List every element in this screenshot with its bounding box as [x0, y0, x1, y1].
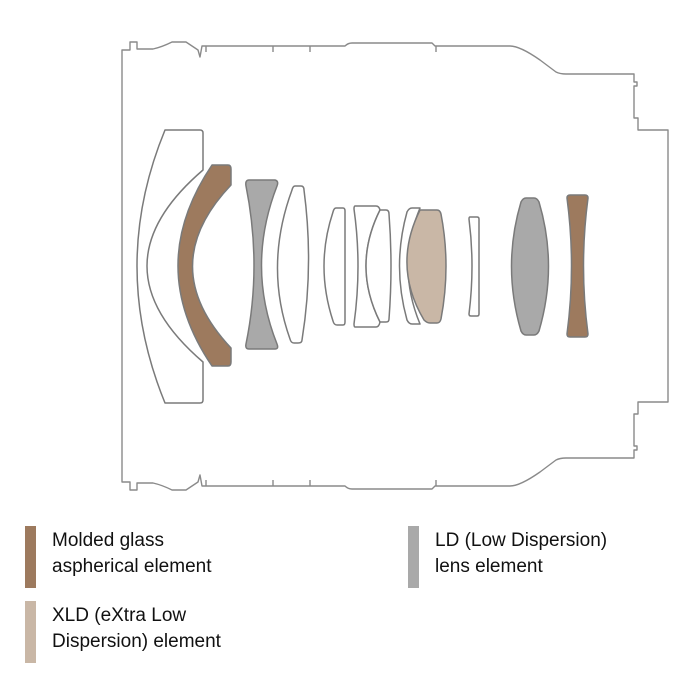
legend-label: LD (Low Dispersion) lens element	[435, 528, 607, 588]
lens-element-molded-aspherical-2	[566, 194, 589, 338]
legend-label-line: aspherical element	[52, 556, 212, 577]
lens-element-molded-aspherical-1	[177, 164, 232, 367]
legend-label: Molded glass aspherical element	[52, 528, 211, 588]
lens-element-ld-2	[510, 197, 550, 336]
barrel-tick	[205, 46, 437, 486]
lens-element-ld-1	[245, 179, 279, 350]
lens-element-biconvex-1	[276, 185, 310, 344]
lens-element-doublet-rear	[365, 209, 392, 323]
lens-element-plano-convex	[323, 207, 346, 326]
legend-item-xld: XLD (eXtra Low Dispersion) element	[25, 601, 221, 663]
lens-element-thin	[468, 216, 480, 317]
lens-element-xld	[406, 209, 447, 324]
lens-element-front-meniscus	[136, 129, 204, 404]
legend-label-line: lens element	[435, 556, 543, 577]
legend-item-ld: LD (Low Dispersion) lens element	[408, 526, 607, 588]
lens-barrel-outline	[121, 41, 669, 491]
legend-label-line: Dispersion) element	[52, 631, 221, 652]
legend-swatch-xld	[25, 601, 36, 663]
legend-label: XLD (eXtra Low Dispersion) element	[52, 603, 221, 663]
legend-label-line: Molded glass	[52, 530, 164, 551]
legend-swatch-ld	[408, 526, 419, 588]
legend-label-line: XLD (eXtra Low	[52, 605, 187, 626]
legend-swatch-molded-aspherical	[25, 526, 36, 588]
legend-label-line: LD (Low Dispersion)	[435, 530, 608, 551]
legend-item-molded-aspherical: Molded glass aspherical element	[25, 526, 211, 588]
